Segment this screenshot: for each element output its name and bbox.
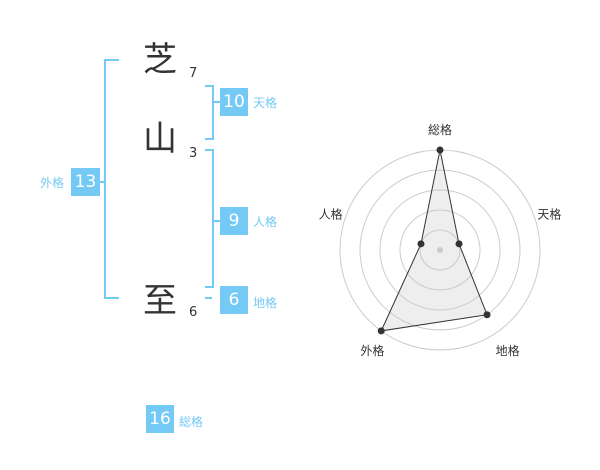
grid-ring-1	[419, 229, 461, 271]
axis-label-5: 人格	[319, 206, 343, 221]
grid-ring-3	[379, 189, 501, 311]
data-point-3	[483, 311, 491, 319]
tenkaku-value: 10	[220, 88, 248, 116]
name-char-2: 山	[143, 119, 177, 159]
axis-label-4: 外格	[360, 343, 384, 358]
stroke-count-1: 7	[189, 66, 198, 81]
axis-label-3: 地格	[496, 343, 520, 358]
data-point-1	[436, 146, 444, 154]
axis-label-2: 天格	[537, 206, 561, 221]
data-point-2	[455, 240, 463, 248]
axis-label-1: 総格	[428, 122, 452, 137]
chikaku-label: 地格	[253, 296, 278, 310]
gaikaku-value: 13	[71, 168, 100, 196]
gaikaku-label: 外格	[40, 176, 65, 190]
name-char-3: 至	[143, 281, 177, 321]
tenkaku-label: 天格	[253, 96, 278, 110]
grid-ring-2	[399, 209, 481, 291]
stroke-count-3: 6	[189, 305, 198, 320]
name-char-1: 芝	[143, 40, 177, 80]
grid-ring-4	[359, 169, 521, 331]
data-point-4	[377, 327, 385, 335]
data-area	[380, 149, 488, 332]
center-dot	[437, 247, 443, 253]
soukaku-label: 総格	[179, 415, 204, 429]
soukaku-value: 16	[146, 405, 174, 433]
jinkaku-label: 人格	[253, 215, 278, 229]
stroke-count-2: 3	[189, 146, 198, 161]
jinkaku-value: 9	[220, 207, 248, 235]
chikaku-value: 6	[220, 286, 248, 314]
data-point-5	[417, 240, 425, 248]
